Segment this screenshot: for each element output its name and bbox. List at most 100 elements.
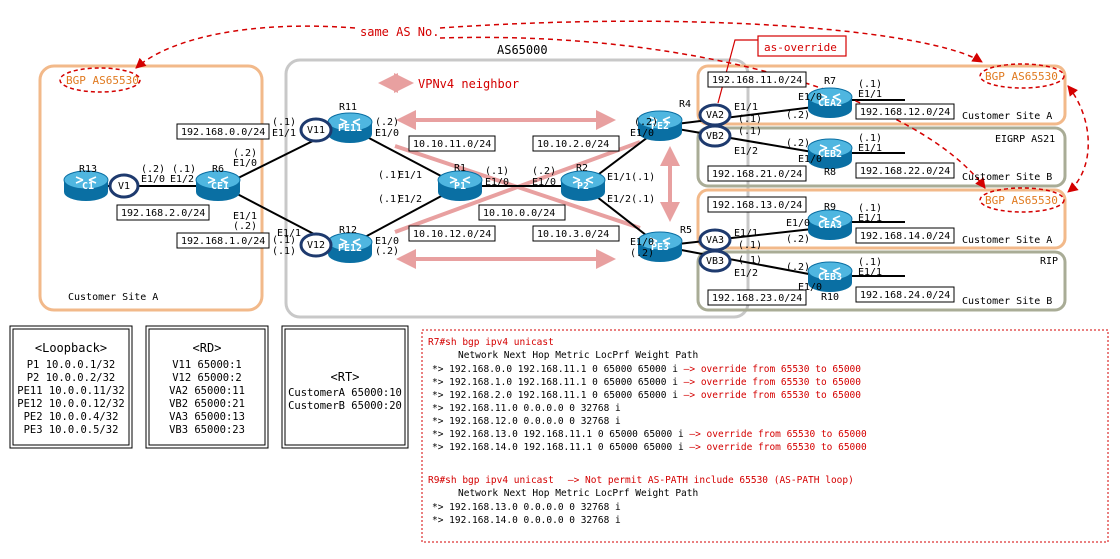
- iface-label: (.1): [378, 170, 402, 181]
- vrf-v12[interactable]: [299, 232, 333, 258]
- iface-label: (.1): [738, 114, 762, 125]
- bgp-label-r9: BGP AS65530: [985, 194, 1058, 207]
- out-row-5: *> 192.168.12.0 0.0.0.0 0 32768 i: [432, 416, 621, 427]
- cmd-r7: R7#sh bgp ipv4 unicast: [428, 337, 554, 348]
- iface-label: (.2): [634, 117, 658, 128]
- bgp-label-left: BGP AS65530: [66, 74, 139, 87]
- site-a-left-label: Customer Site A: [68, 292, 158, 303]
- rd-row: V12 65000:2: [172, 372, 242, 384]
- r5-name: R5: [680, 225, 692, 236]
- v12-label: V12: [307, 240, 325, 251]
- subnet-192-168-23: 192.168.23.0/24: [712, 293, 802, 304]
- out2-row-1: *> 192.168.13.0 0.0.0.0 0 32768 i: [432, 502, 621, 513]
- subnet-192-168-11: 192.168.11.0/24: [712, 75, 802, 86]
- subnet-10-10-2: 10.10.2.0/24: [537, 139, 609, 150]
- iface-label: (.1): [738, 126, 762, 137]
- iface-label: (.2): [375, 246, 399, 257]
- iface-label: (.2): [532, 166, 556, 177]
- iface-label: E1/2: [170, 174, 194, 185]
- iface-label: E1/1: [858, 267, 882, 278]
- iface-label: (.1): [272, 235, 296, 246]
- bgp-label-r7: BGP AS65530: [985, 70, 1058, 83]
- iface-label: (.1): [272, 117, 296, 128]
- iface-label: (.1): [172, 164, 196, 175]
- out-row-2: *> 192.168.1.0 192.168.11.1 0 65000 6500…: [432, 377, 861, 388]
- iface-label: E1/1(.1): [607, 172, 655, 183]
- iface-label: E1/1: [398, 170, 422, 181]
- iface-label: (.1): [272, 246, 296, 257]
- out-row-text: *> 192.168.0.0 192.168.11.1 0 65000 6500…: [432, 364, 684, 375]
- iface-label: E1/1: [734, 228, 758, 239]
- iface-label: E1/0: [798, 282, 822, 293]
- out2-row-2: *> 192.168.14.0 0.0.0.0 0 32768 i: [432, 515, 621, 526]
- subnet-10-10-12: 10.10.12.0/24: [413, 229, 491, 240]
- site-a-r9-region: [696, 188, 1067, 250]
- iface-label: E1/2: [734, 268, 758, 279]
- r7-name: R7: [824, 76, 836, 87]
- out-row-6: *> 192.168.13.0 192.168.11.1 0 65000 650…: [432, 429, 867, 440]
- r4-name: R4: [679, 99, 691, 110]
- pe2-label: PE2: [651, 121, 669, 132]
- va2-label: VA2: [706, 110, 724, 121]
- iface-label: E1/0: [630, 128, 654, 139]
- iface-label: E1/1: [734, 102, 758, 113]
- pe12-label: PE12: [338, 243, 362, 254]
- site-b-r10-label: Customer Site B: [962, 296, 1052, 307]
- vb3-label: VB3: [706, 256, 724, 267]
- iface-label: (.1): [858, 133, 882, 144]
- vpnv4-label: VPNv4 neighbor: [418, 77, 519, 91]
- out-row-text: *> 192.168.13.0 192.168.11.1 0 65000 650…: [432, 429, 689, 440]
- iface-label: E1/0: [630, 237, 654, 248]
- loopback-row: PE12 10.0.0.12/32: [17, 398, 124, 410]
- subnet-192-168-1: 192.168.1.0/24: [181, 236, 265, 247]
- out-row-text: *> 192.168.12.0 0.0.0.0 0 32768 i: [432, 416, 621, 427]
- eigrp-label: EIGRP AS21: [995, 134, 1055, 145]
- vrf-vb3[interactable]: [698, 249, 732, 273]
- out-row-note: —> override from 65530 to 65000: [689, 442, 867, 453]
- subnet-10-10-11: 10.10.11.0/24: [413, 139, 491, 150]
- loopback-row: P1 10.0.0.1/32: [27, 359, 116, 371]
- out-row-text: *> 192.168.14.0 192.168.11.1 0 65000 650…: [432, 442, 689, 453]
- vrf-v11[interactable]: [299, 117, 333, 143]
- rd-row: VB2 65000:21: [169, 398, 245, 410]
- vrf-v1[interactable]: [108, 173, 140, 199]
- subnet-192-168-24: 192.168.24.0/24: [860, 290, 950, 301]
- cea2-label: CEA2: [818, 98, 842, 109]
- iface-label: E1/0: [786, 218, 810, 229]
- iface-label: (.1): [485, 166, 509, 177]
- cmd-r9-text: R9#sh bgp ipv4 unicast: [428, 475, 554, 486]
- vb2-label: VB2: [706, 131, 724, 142]
- as-override-label: as-override: [764, 41, 837, 54]
- iface-label: E1/1: [858, 213, 882, 224]
- iface-label: (.2): [141, 164, 165, 175]
- subnet-192-168-14: 192.168.14.0/24: [860, 231, 950, 242]
- iface-label: E1/0: [141, 174, 165, 185]
- iface-label: E1/1: [277, 228, 301, 239]
- loopback-title: <Loopback>: [35, 341, 107, 355]
- subnet-192-168-13: 192.168.13.0/24: [712, 200, 802, 211]
- r1-name: R1: [454, 163, 466, 174]
- subnet-192-168-2: 192.168.2.0/24: [121, 208, 205, 219]
- iface-label: E1/1: [272, 128, 296, 139]
- ceb3-label: CEB3: [818, 272, 842, 283]
- r9-name: R9: [824, 202, 836, 213]
- iface-label: (.1): [858, 203, 882, 214]
- out-row-text: *> 192.168.2.0 192.168.11.1 0 65000 6500…: [432, 390, 684, 401]
- site-b-r8-label: Customer Site B: [962, 172, 1052, 183]
- cmd-r9-note: —> Not permit AS-PATH include 65530 (AS-…: [568, 475, 854, 486]
- iface-label: (.2): [630, 248, 654, 259]
- out-row-text: *> 192.168.1.0 192.168.11.1 0 65000 6500…: [432, 377, 684, 388]
- vrf-vb2[interactable]: [698, 124, 732, 148]
- iface-label: E1/0: [532, 177, 556, 188]
- cmd-r9: R9#sh bgp ipv4 unicast —> Not permit AS-P…: [428, 475, 854, 486]
- ce1-label: CE1: [211, 181, 229, 192]
- iface-label: (.2): [786, 234, 810, 245]
- r6-name: R6: [212, 164, 224, 175]
- output-header-2: Network Next Hop Metric LocPrf Weight Pa…: [458, 488, 698, 499]
- r10-name: R10: [821, 292, 839, 303]
- v11-label: V11: [307, 125, 325, 136]
- iface-label: E1/0: [798, 154, 822, 165]
- site-a-r9-label: Customer Site A: [962, 235, 1052, 246]
- iface-label: (.1): [858, 79, 882, 90]
- iface-label: E1/2(.1): [607, 194, 655, 205]
